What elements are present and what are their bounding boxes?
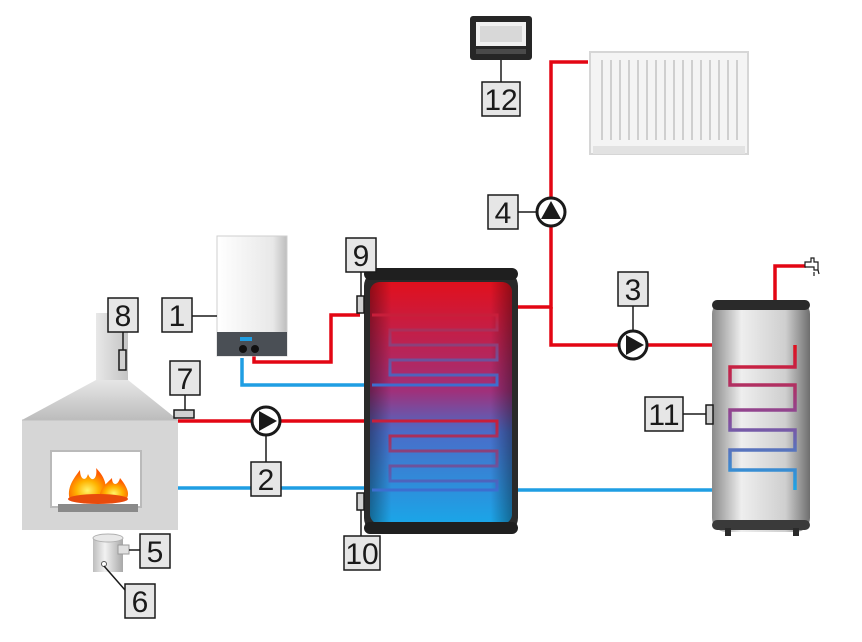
pump-3 — [617, 306, 649, 361]
label-6: 6 — [132, 586, 149, 619]
fireplace — [22, 313, 178, 530]
label-box-7: 7 — [169, 360, 201, 396]
label-box-12: 12 — [481, 81, 521, 117]
dhw-tank — [712, 300, 810, 536]
radiator — [589, 51, 749, 155]
label-box-2: 2 — [250, 461, 282, 497]
label-9: 9 — [353, 240, 370, 273]
faucet-icon — [804, 257, 820, 276]
buffer-bottom-sensor-icon — [356, 492, 365, 536]
label-box-3: 3 — [617, 271, 649, 307]
buffer-supply-pipe — [518, 60, 588, 309]
label-5: 5 — [147, 536, 164, 569]
boiler-supply-pipe — [252, 313, 360, 364]
label-7: 7 — [177, 363, 194, 396]
label-box-10: 10 — [343, 535, 381, 571]
label-12: 12 — [484, 84, 517, 117]
label-4: 4 — [495, 197, 512, 230]
label-3: 3 — [625, 274, 642, 307]
label-box-9: 9 — [345, 237, 377, 273]
canister-sensor-icon — [92, 533, 140, 591]
label-11: 11 — [648, 399, 679, 432]
label-box-1: 1 — [161, 297, 193, 333]
label-10: 10 — [345, 538, 378, 571]
dhw-sensor-icon — [683, 404, 714, 425]
pump-4 — [518, 196, 567, 228]
pump-2 — [250, 405, 282, 462]
label-box-6: 6 — [124, 583, 156, 619]
room-thermostat-icon — [470, 16, 532, 82]
label-box-4: 4 — [487, 194, 519, 230]
label-2: 2 — [258, 464, 275, 497]
label-box-5: 5 — [139, 533, 171, 569]
pipe-sensor-icon — [173, 395, 195, 419]
chimney-sensor-icon — [118, 332, 127, 371]
boiler-return-pipe — [240, 358, 368, 387]
buffer-top-sensor-icon — [356, 268, 365, 314]
label-box-11: 11 — [644, 396, 684, 432]
fire-icon — [68, 468, 128, 504]
buffer-tank — [364, 268, 518, 534]
label-box-8: 8 — [107, 297, 139, 333]
dhw-outlet-pipe — [773, 264, 806, 305]
label-1: 1 — [169, 300, 186, 333]
label-8: 8 — [115, 300, 132, 333]
boiler-icon — [192, 235, 288, 357]
